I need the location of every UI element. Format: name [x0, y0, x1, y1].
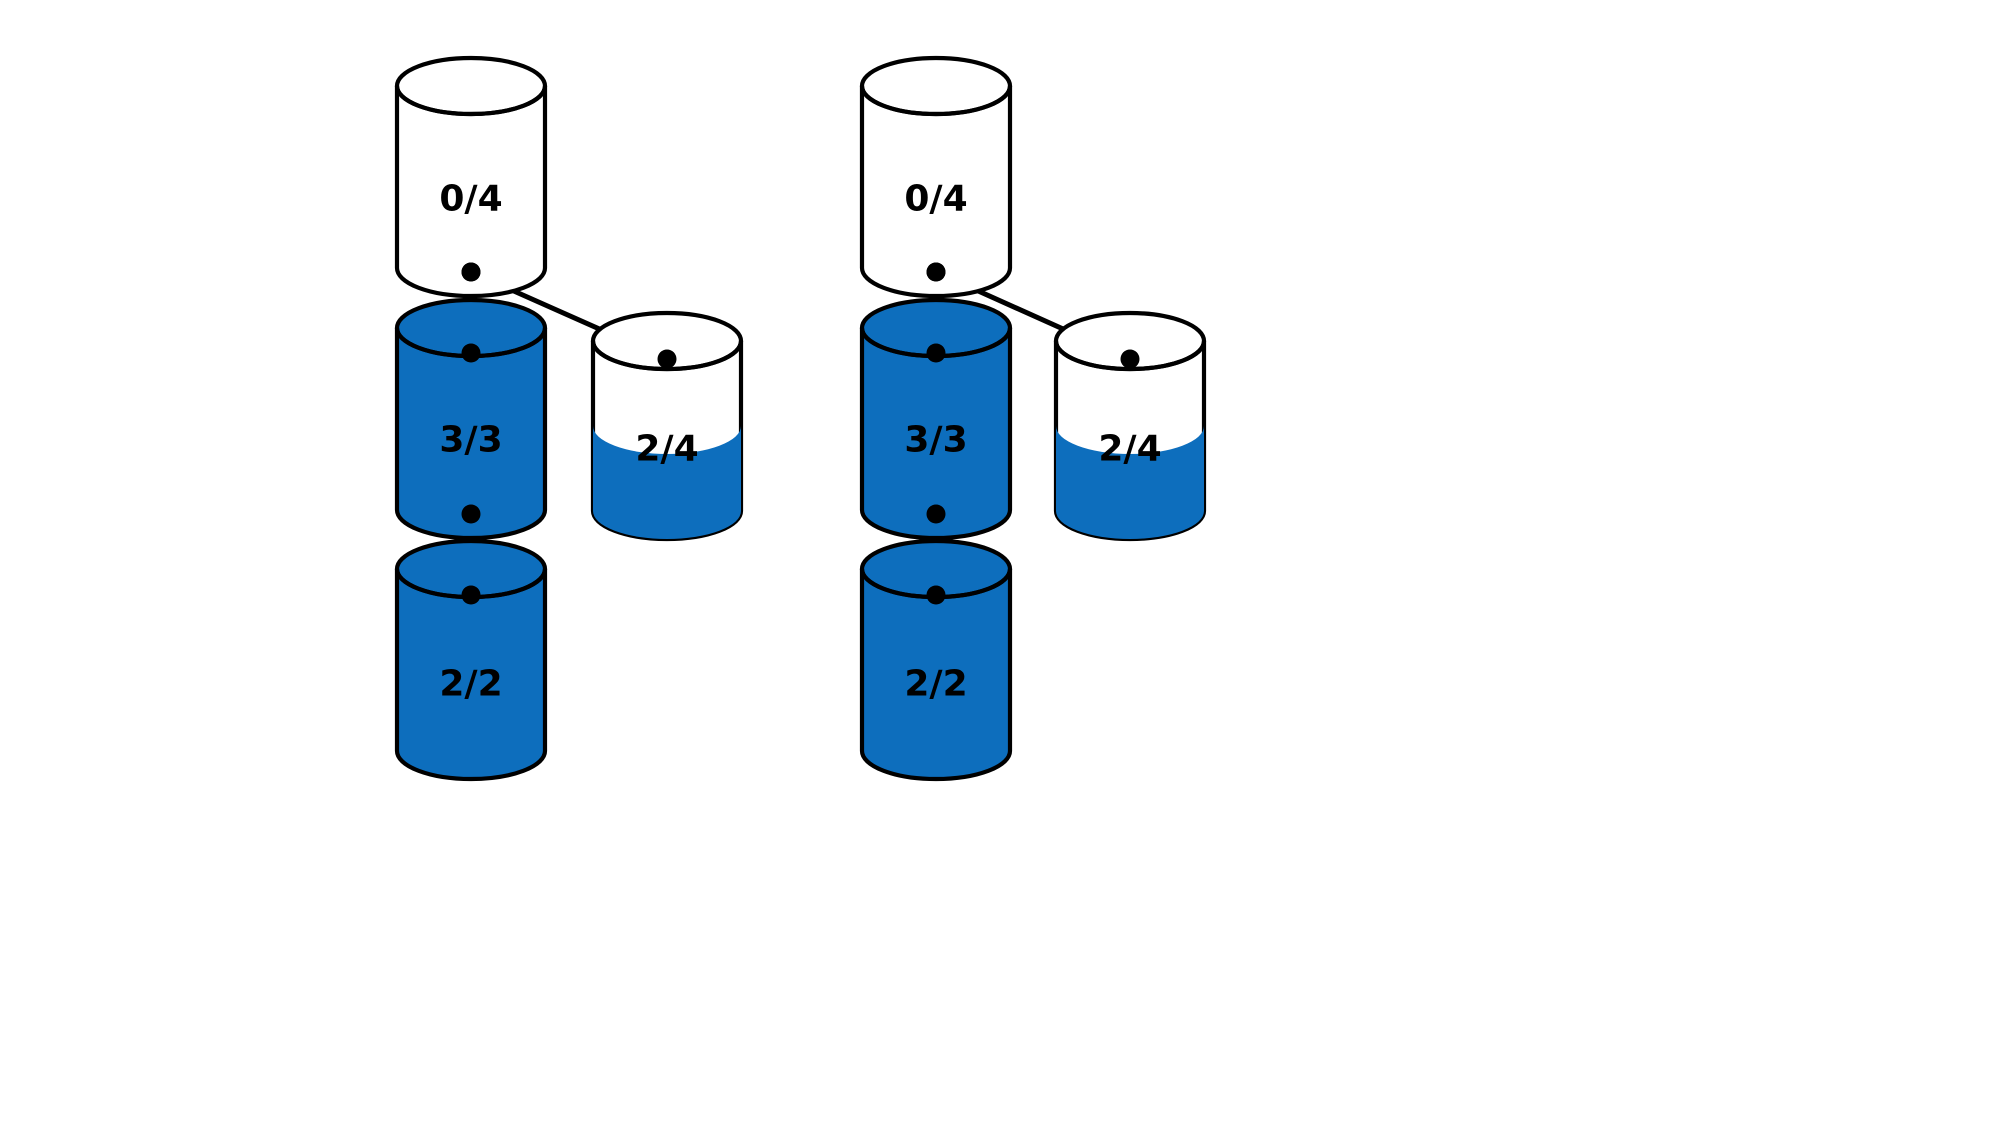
cylinder-rim-front-arc	[1053, 340, 1207, 372]
jug-capacity-label: 2/4	[635, 429, 698, 470]
jug-capacity-label: 2/4	[1098, 429, 1161, 470]
edge-endpoint-dot	[926, 585, 946, 605]
cylinder-body	[859, 566, 1013, 782]
cylinder-body	[859, 325, 1013, 541]
cylinder-body	[394, 325, 548, 541]
jug-node[interactable]: 2/2	[394, 538, 548, 782]
edge-endpoint-dot	[926, 262, 946, 282]
cylinder-rim-front-arc	[590, 340, 744, 372]
cylinder-body	[394, 566, 548, 782]
cylinder-top-fill	[1056, 313, 1204, 369]
cylinder-rim-front-arc	[859, 85, 1013, 117]
jug-capacity-label: 3/3	[439, 420, 502, 461]
jug-node[interactable]: 0/4	[394, 55, 548, 299]
cylinder-body	[394, 83, 548, 299]
edge-endpoint-dot	[461, 504, 481, 524]
jug-node[interactable]: 2/4	[1053, 310, 1207, 542]
jug-node[interactable]: 3/3	[859, 297, 1013, 541]
edge-endpoint-dot	[461, 343, 481, 363]
edge-endpoint-layer	[461, 262, 1140, 605]
edge-layer	[468, 269, 1133, 598]
jug-capacity-label: 2/2	[439, 664, 502, 705]
jug-capacity-label: 3/3	[904, 420, 967, 461]
jug-capacity-label: 0/4	[439, 179, 502, 220]
cylinder-top-fill	[397, 541, 545, 597]
liquid-fill	[593, 426, 741, 539]
cylinder-top-fill	[397, 300, 545, 356]
cylinder-top-fill	[862, 300, 1010, 356]
cylinder-top-fill	[862, 541, 1010, 597]
jug-capacity-label: 2/2	[904, 664, 967, 705]
jug-node[interactable]: 0/4	[859, 55, 1013, 299]
edge-endpoint-dot	[657, 349, 677, 369]
node-layer: 0/4 3/3 2/4 2/2 0/4 3/3 2/4 2/2	[394, 55, 1207, 782]
cylinder-body	[859, 83, 1013, 299]
edge-endpoint-dot	[1120, 349, 1140, 369]
cylinder-top-fill	[862, 58, 1010, 114]
cylinder-top-fill	[593, 313, 741, 369]
jug-node[interactable]: 2/2	[859, 538, 1013, 782]
jug-node[interactable]: 3/3	[394, 297, 548, 541]
edge-endpoint-dot	[926, 504, 946, 524]
cylinder-rim-front-arc	[394, 85, 548, 117]
jug-capacity-label: 0/4	[904, 179, 967, 220]
edge-endpoint-dot	[461, 262, 481, 282]
edge-endpoint-dot	[926, 343, 946, 363]
jug-node[interactable]: 2/4	[590, 310, 744, 542]
liquid-fill	[1056, 426, 1204, 539]
edge-endpoint-dot	[461, 585, 481, 605]
cylinder-top-fill	[397, 58, 545, 114]
